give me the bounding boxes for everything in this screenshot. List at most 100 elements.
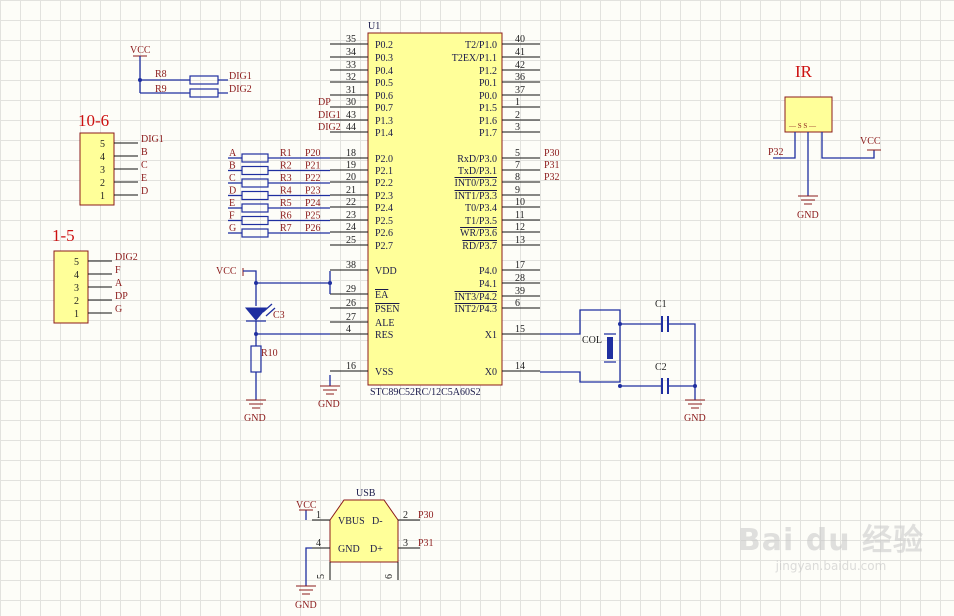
pin-name: P2.4 — [375, 203, 393, 214]
crystal-gnd-label: GND — [684, 413, 706, 424]
pin-number: 3 — [74, 283, 79, 294]
mcu-pin-3: 3P1.7 — [479, 122, 540, 139]
pin-name: P0.1 — [479, 78, 497, 89]
resistor-net: P24 — [305, 198, 321, 209]
pin-name: P4.1 — [479, 279, 497, 290]
ir-receiver[interactable]: IR — S S — P32 VCC GND — [768, 62, 881, 221]
pin-net: DP — [318, 97, 331, 108]
pin-number: 7 — [515, 160, 520, 171]
mcu-u1[interactable]: U1 35P0.234P0.333P0.432P0.531P0.630P0.7D… — [318, 21, 560, 398]
pin-name: P1.7 — [479, 128, 497, 139]
pin-name: P0.0 — [479, 91, 497, 102]
r8-label: R8 — [155, 69, 167, 80]
pin-number: 15 — [515, 324, 525, 335]
resistor-ref: R1 — [280, 148, 292, 159]
pin-number: 2 — [74, 296, 79, 307]
pin-number: 1 — [316, 510, 321, 521]
pin-name: P1.4 — [375, 128, 393, 139]
pin-name: INT3/P4.2 — [455, 292, 498, 303]
resistor-net: P21 — [305, 161, 321, 172]
pin-net: D — [141, 186, 148, 197]
pin-number: 4 — [346, 324, 351, 335]
pin-net: DIG1 — [141, 134, 164, 145]
mcu-right-pins: 40T2/P1.041T2EX/P1.142P1.236P0.137P0.01P… — [452, 34, 560, 378]
digit-vcc-label: VCC — [130, 45, 151, 56]
pin-number: 18 — [346, 148, 356, 159]
usb-pin-6: 6 — [384, 574, 395, 579]
pin-name: D+ — [370, 544, 383, 555]
pin-net: A — [115, 278, 123, 289]
pin-name: P0.6 — [375, 91, 393, 102]
pin-name: GND — [338, 544, 360, 555]
pin-name: P1.5 — [479, 103, 497, 114]
pin-number: 43 — [346, 110, 356, 121]
pin-name: P0.7 — [375, 103, 393, 114]
pin-name: INT0/P3.2 — [455, 178, 498, 189]
pin-name: P4.0 — [479, 266, 497, 277]
pin-net: DIG2 — [115, 252, 138, 263]
pin-number: 1 — [100, 191, 105, 202]
pin-number: 9 — [515, 185, 520, 196]
pin-name: T1/P3.5 — [465, 216, 497, 227]
mcu-body — [367, 32, 503, 386]
pin-number: 10 — [515, 197, 525, 208]
reset-res-label: R10 — [261, 348, 278, 359]
pin-number: 33 — [346, 60, 356, 71]
pin-number: 38 — [346, 260, 356, 271]
pin-name: P0.4 — [375, 66, 393, 77]
resistor-ref: R4 — [280, 186, 292, 197]
pin-name: RD/P3.7 — [462, 241, 497, 252]
pin-number: 8 — [515, 172, 520, 183]
pin-number: 29 — [346, 284, 356, 295]
pin-name: VDD — [375, 266, 397, 277]
pin-name: ALE — [375, 318, 394, 329]
pin-number: 2 — [515, 110, 520, 121]
segment-label: G — [229, 223, 236, 234]
pin-name: WR/P3.6 — [460, 228, 497, 239]
digit-resistors[interactable]: VCC R8 R9 DIG1 DIG2 — [130, 45, 252, 98]
pin-number: 34 — [346, 47, 356, 58]
connector-1-5-title: 1-5 — [52, 226, 75, 245]
pin-number: 42 — [515, 60, 525, 71]
r9-net: DIG2 — [229, 84, 252, 95]
resistor-net: P20 — [305, 148, 321, 159]
reset-circuit[interactable]: VCC C3 R10 GND — [216, 266, 332, 424]
pin-number: 3 — [515, 122, 520, 133]
pin-number: 4 — [74, 270, 79, 281]
pin-number: 19 — [346, 160, 356, 171]
pin-net: E — [141, 173, 147, 184]
crystal-circuit[interactable]: COL C1 C2 GND — [540, 299, 706, 424]
pin-name: RES — [375, 330, 393, 341]
pin-name: EA — [375, 290, 389, 301]
r8-net: DIG1 — [229, 71, 252, 82]
pin-net: B — [141, 147, 148, 158]
usb-ref: USB — [356, 488, 376, 499]
ir-body-text: — S S — — [788, 122, 817, 130]
pin-number: 25 — [346, 235, 356, 246]
pin-name: VBUS — [338, 516, 365, 527]
pin-name: P1.2 — [479, 66, 497, 77]
usb-gnd-label: GND — [295, 600, 317, 611]
pin-number: 4 — [316, 538, 321, 549]
c1-label: C1 — [655, 299, 667, 310]
reset-cap-label: C3 — [273, 310, 285, 321]
reset-vcc-label: VCC — [216, 266, 237, 277]
